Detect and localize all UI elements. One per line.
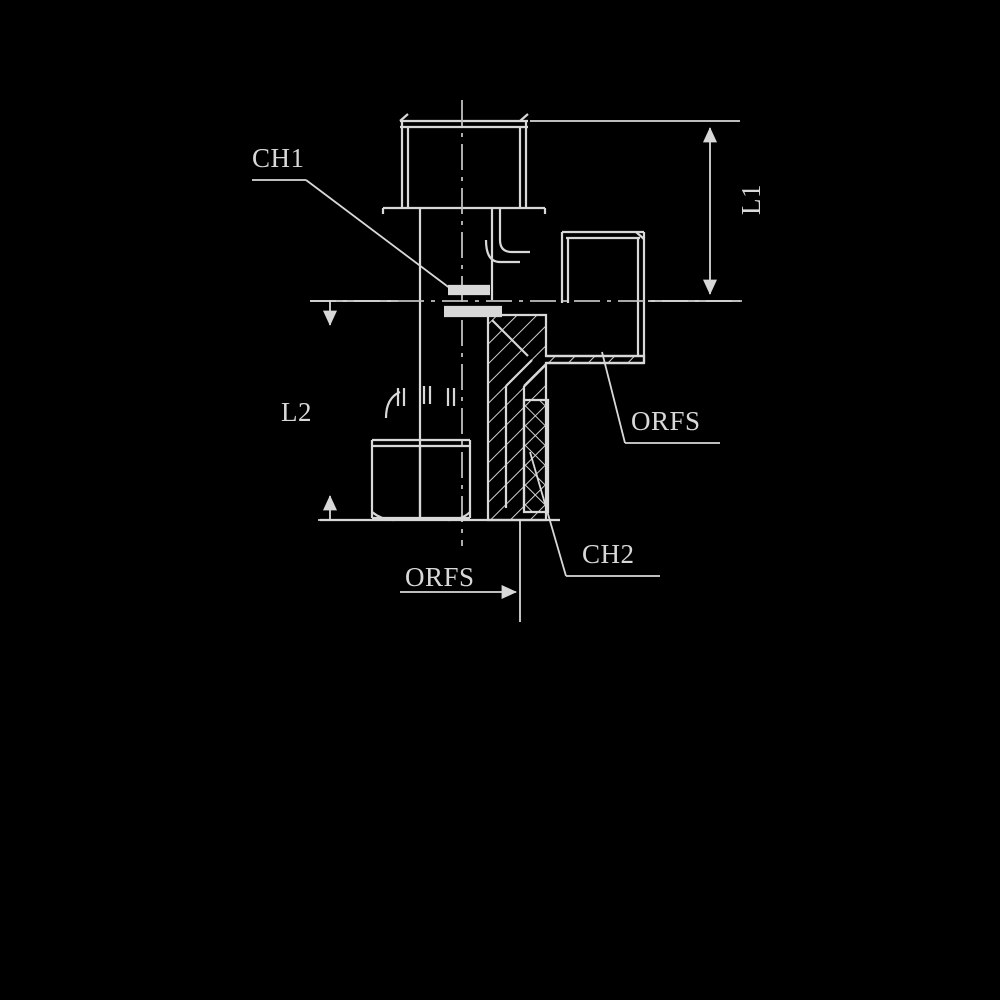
upper-seat-step (484, 208, 530, 264)
label-l2: L2 (281, 397, 312, 427)
top-hex-nut (381, 113, 547, 214)
leader-CH1 (252, 179, 456, 293)
label-ch2: CH2 (582, 539, 635, 569)
elbow-body-section (486, 313, 646, 522)
leader-ORFS-right (601, 351, 720, 444)
label-orfs-bottom: ORFS (405, 562, 475, 592)
dimension-ORFS-bottom (400, 520, 521, 622)
right-orfs-port (546, 230, 646, 365)
hex-flats-center (444, 284, 502, 318)
dimension-L2 (310, 300, 398, 521)
dimension-L1 (530, 120, 740, 302)
vertical-stem (418, 208, 494, 520)
geometry-group (252, 100, 742, 622)
elbow-lower-flank (522, 398, 550, 514)
label-l1: L1 (736, 184, 766, 215)
leader-CH2 (529, 451, 660, 577)
label-ch1: CH1 (252, 143, 305, 173)
label-orfs-right: ORFS (631, 406, 701, 436)
